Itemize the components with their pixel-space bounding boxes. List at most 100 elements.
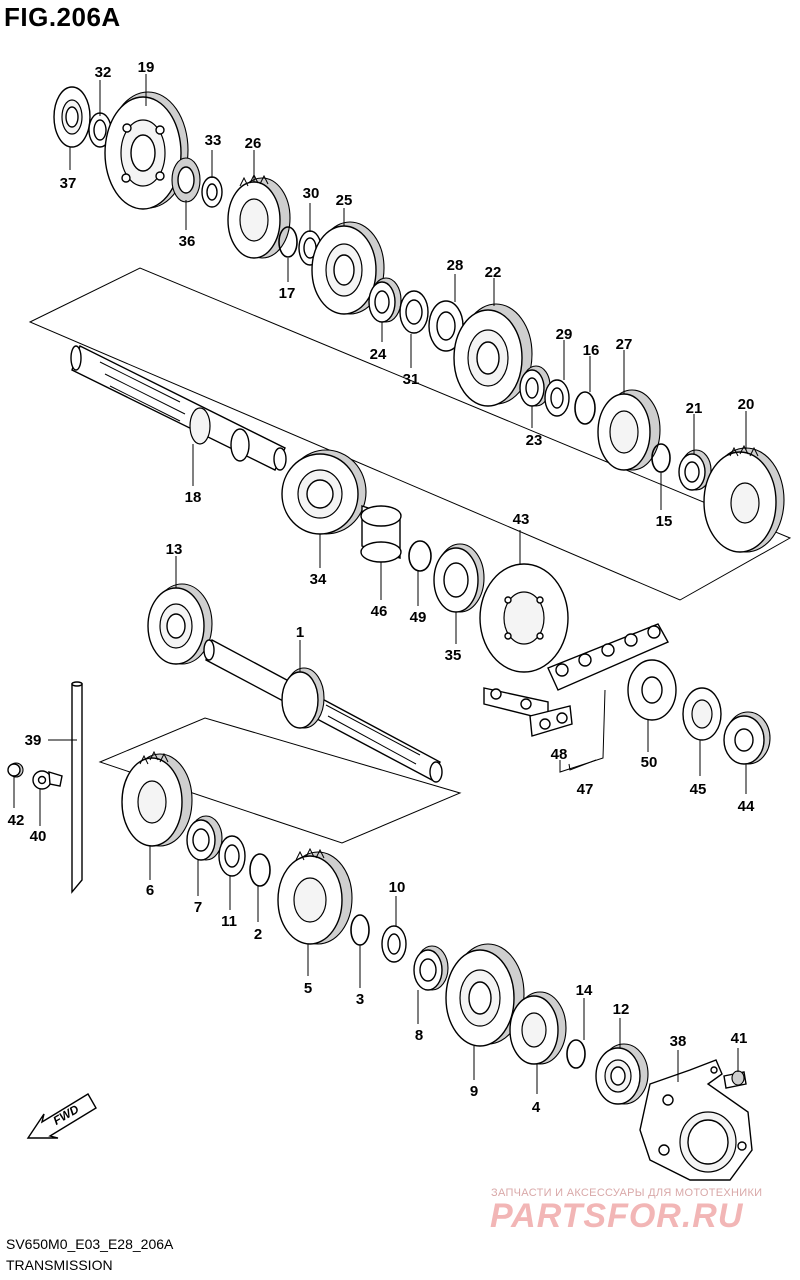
part-24-bushing[interactable] (368, 277, 402, 323)
part-26-gear[interactable] (227, 173, 291, 259)
part-22-gear[interactable] (453, 303, 533, 407)
part-48-chain-joint[interactable] (483, 687, 573, 737)
part-34-bearing[interactable] (281, 449, 367, 535)
part-47-drive-chain[interactable] (547, 623, 669, 691)
part-9-gear[interactable] (445, 943, 525, 1047)
part-37-bearing[interactable] (53, 86, 91, 148)
callout-2: 2 (254, 926, 262, 943)
countershaft-group-frame (28, 267, 792, 601)
part-29-washer[interactable] (544, 379, 570, 417)
callout-5: 5 (304, 980, 312, 997)
part-8-bushing[interactable] (413, 945, 449, 991)
part-25-gear[interactable] (311, 221, 385, 315)
chain-bracket (559, 689, 606, 773)
callout-19: 19 (138, 59, 155, 76)
part-46-spacer[interactable] (360, 505, 402, 563)
callout-28: 28 (447, 257, 464, 274)
part-7-bushing[interactable] (186, 815, 223, 861)
callout-38: 38 (670, 1033, 687, 1050)
part-15-circlip[interactable] (651, 443, 671, 473)
watermark-caption: ЗАПЧАСТИ И АКСЕССУАРЫ ДЛЯ МОТОТЕХНИКИ (491, 1187, 763, 1199)
callout-45: 45 (690, 781, 707, 798)
part-2-circlip[interactable] (249, 853, 271, 887)
callout-13: 13 (166, 541, 183, 558)
callout-15: 15 (656, 513, 673, 530)
part-43-sprocket[interactable] (479, 563, 569, 673)
callout-24: 24 (370, 346, 387, 363)
callout-12: 12 (613, 1001, 630, 1018)
callout-43: 43 (513, 511, 530, 528)
part-14-circlip[interactable] (566, 1039, 586, 1069)
callout-26: 26 (245, 135, 262, 152)
part-12-bearing[interactable] (595, 1043, 649, 1105)
part-20-gear[interactable] (703, 444, 785, 553)
callout-33: 33 (205, 132, 222, 149)
part-33-washer[interactable] (201, 176, 223, 208)
part-17-circlip[interactable] (278, 226, 298, 258)
callout-50: 50 (641, 754, 658, 771)
callout-40: 40 (30, 828, 47, 845)
callout-35: 35 (445, 647, 462, 664)
forward-direction-badge: FWD (26, 1093, 97, 1139)
callout-numbers: 32 19 37 33 26 36 30 25 17 28 22 24 31 2… (8, 59, 755, 1116)
callout-34: 34 (310, 571, 327, 588)
callout-21: 21 (686, 400, 703, 417)
part-6-gear[interactable] (121, 750, 193, 847)
part-35-oil-seal[interactable] (433, 543, 485, 613)
part-39-rod[interactable] (71, 681, 83, 894)
callout-46: 46 (371, 603, 388, 620)
watermark-logo: PARTSFOR.RU (490, 1197, 744, 1235)
callout-1: 1 (296, 624, 304, 641)
part-36-needle-bearing[interactable] (171, 157, 201, 203)
callout-6: 6 (146, 882, 154, 899)
callout-27: 27 (616, 336, 633, 353)
callout-36: 36 (179, 233, 196, 250)
part-38-bearing-retainer[interactable] (639, 1059, 753, 1181)
part-27-gear[interactable] (597, 389, 661, 471)
callout-41: 41 (731, 1030, 748, 1047)
callout-14: 14 (576, 982, 593, 999)
callout-17: 17 (279, 285, 296, 302)
part-5-gear[interactable] (277, 847, 353, 945)
callout-48: 48 (551, 746, 568, 763)
part-3-circlip[interactable] (350, 914, 370, 946)
diagram-code: SV650M0_E03_E28_206A (6, 1236, 174, 1252)
part-18-countershaft[interactable] (70, 345, 287, 471)
diagram-name: TRANSMISSION (6, 1257, 113, 1273)
callout-39: 39 (25, 732, 42, 749)
part-16-circlip[interactable] (574, 391, 596, 425)
callout-4: 4 (532, 1099, 541, 1116)
callout-32: 32 (95, 64, 112, 81)
part-45-lock-washer[interactable] (682, 687, 722, 741)
part-49-o-ring[interactable] (408, 540, 432, 572)
callout-8: 8 (415, 1027, 423, 1044)
callout-10: 10 (389, 879, 406, 896)
part-50-washer[interactable] (627, 659, 677, 721)
part-42-bolt[interactable] (7, 762, 24, 778)
part-19-gear[interactable] (104, 91, 189, 210)
leader-lines (13, 74, 747, 1094)
part-1-driveshaft[interactable] (203, 638, 443, 783)
callout-37: 37 (60, 175, 77, 192)
part-41-bolt[interactable] (723, 1070, 747, 1089)
callout-16: 16 (583, 342, 600, 359)
part-21-bushing[interactable] (678, 449, 712, 491)
callout-29: 29 (556, 326, 573, 343)
callout-23: 23 (526, 432, 543, 449)
part-13-bearing[interactable] (147, 583, 213, 665)
part-10-washer[interactable] (381, 925, 407, 963)
part-11-washer[interactable] (218, 835, 246, 877)
part-40-washer[interactable] (32, 770, 63, 790)
callout-3: 3 (356, 991, 364, 1008)
driveshaft-group-frame (98, 717, 462, 844)
callout-11: 11 (221, 913, 237, 930)
callout-31: 31 (403, 371, 420, 388)
part-31-lock-washer[interactable] (399, 290, 429, 334)
callout-7: 7 (194, 899, 202, 916)
part-23-bushing[interactable] (519, 365, 551, 407)
callout-20: 20 (738, 396, 755, 413)
callout-47: 47 (577, 781, 594, 798)
part-44-nut[interactable] (723, 711, 771, 765)
part-4-gear[interactable] (509, 991, 567, 1065)
callout-42: 42 (8, 812, 25, 829)
